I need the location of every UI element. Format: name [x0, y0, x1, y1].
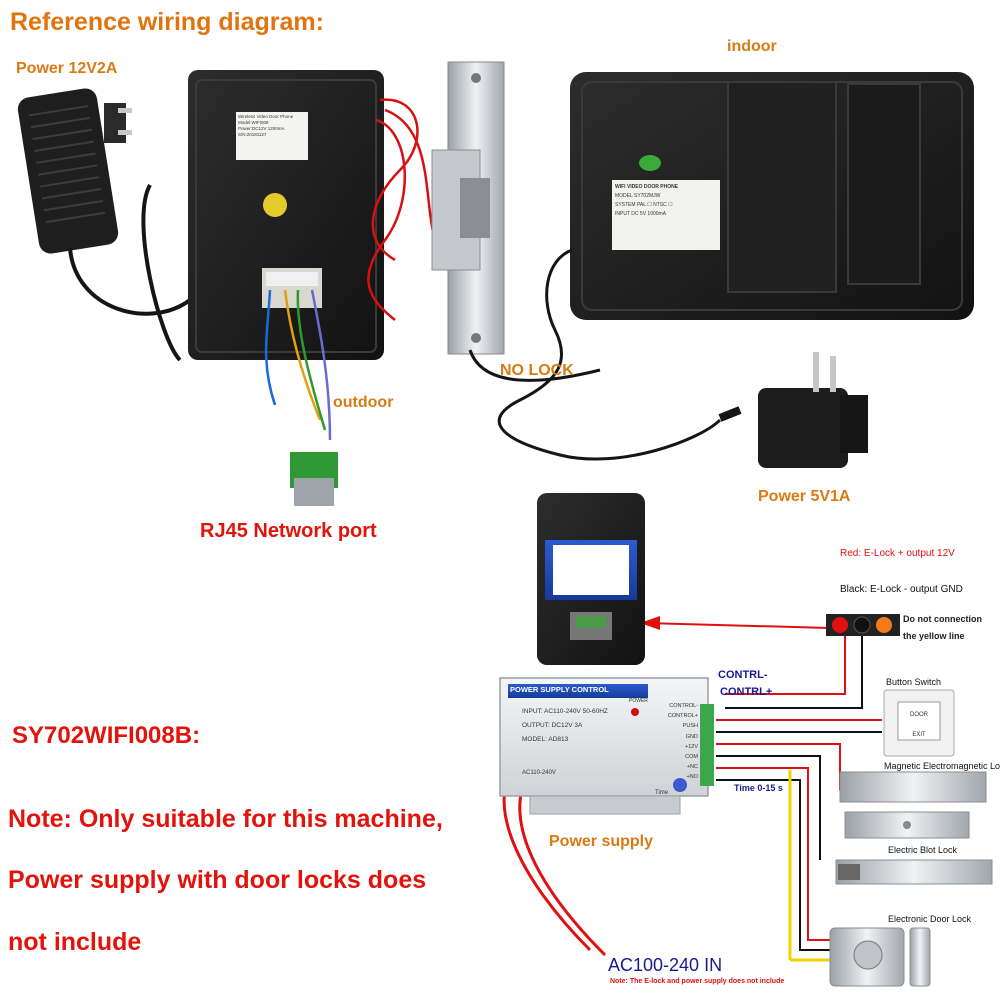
wiring-lines — [502, 616, 882, 962]
outdoor-unit-drawing — [537, 493, 645, 665]
label-ac-input: AC100-240 IN — [608, 955, 723, 975]
indoor-sticker-title: WIFI VIDEO DOOR PHONE — [615, 184, 679, 190]
electronic-door-lock — [829, 927, 931, 987]
outdoor-sticker-line: S/N:20181127 — [238, 132, 267, 137]
psu-terminal: +NO — [686, 774, 698, 781]
note-line-1: Note: Only suitable for this machine, — [8, 805, 443, 833]
label-no-lock: NO LOCK — [500, 362, 574, 379]
psu-terminal: CONTROL- — [669, 703, 698, 709]
outdoor-sticker-line: Power:DC12V 1200mA — [238, 126, 285, 131]
label-power-12v: Power 12V2A — [16, 60, 118, 77]
magnetic-lock — [839, 771, 987, 839]
terminal-block — [826, 614, 900, 636]
label-contrl-plus: CONTRL+ — [720, 686, 773, 698]
footnote: Note: The E-lock and power supply does n… — [610, 978, 785, 985]
indoor-sticker-input: INPUT DC 5V 1000mA — [615, 211, 667, 217]
psu-input: INPUT: AC110-240V 50-60HZ — [522, 708, 608, 715]
svg-text:DOOR: DOOR — [910, 712, 929, 718]
legend-black: Black: E-Lock - output GND — [840, 584, 963, 595]
psu-terminal: COM — [685, 754, 698, 761]
exit-button: DOOR EXIT — [883, 689, 955, 757]
outdoor-sticker-line: Wireless Video Door Phone — [238, 114, 294, 119]
label-contrl-minus: CONTRL- — [718, 669, 768, 681]
legend-red: Red: E-Lock + output 12V — [840, 548, 955, 559]
label-bolt-lock: Electric Blot Lock — [888, 845, 958, 855]
indoor-monitor — [497, 72, 974, 461]
outdoor-sticker: Wireless Video Door Phone Model:WIFI008 … — [238, 114, 308, 138]
psu-terminal-list: CONTROL- CONTROL+ PUSH GND +12V COM +NC … — [658, 701, 698, 783]
label-outdoor: outdoor — [333, 394, 394, 411]
warning-line-2: the yellow line — [903, 631, 965, 641]
power-adapter-12v — [17, 88, 264, 362]
power-supply-box — [499, 677, 714, 815]
indoor-sticker-model: MODEL SY702MJW — [615, 193, 661, 199]
psu-power-led-label: POWER — [629, 698, 648, 704]
outdoor-sticker-line: Model:WIFI008 — [238, 120, 269, 125]
psu-ac-label: AC110-240V — [522, 770, 556, 776]
psu-output: OUTPUT: DC12V 3A — [522, 722, 583, 729]
note-line-3: not include — [8, 928, 142, 956]
label-power-5v: Power 5V1A — [758, 488, 851, 505]
outdoor-unit — [188, 70, 384, 506]
label-power-supply: Power supply — [549, 833, 654, 850]
label-rj45: RJ45 Network port — [200, 520, 377, 542]
psu-header: POWER SUPPLY CONTROL — [510, 685, 609, 694]
psu-model: MODEL: AD813 — [522, 736, 569, 743]
power-adapter-5v — [758, 352, 868, 468]
page-title: Reference wiring diagram: — [10, 8, 324, 36]
psu-time-label: Time — [655, 790, 669, 796]
psu-terminal: +12V — [685, 743, 698, 750]
product-model: SY702WIFI008B: — [12, 722, 201, 749]
indoor-sticker: WIFI VIDEO DOOR PHONE MODEL SY702MJW SYS… — [615, 183, 719, 219]
bolt-lock — [835, 859, 993, 885]
indoor-sticker-system: SYSTEM PAL ☐ NTSC ☐ — [615, 202, 673, 208]
psu-terminal: GND — [685, 733, 698, 740]
psu-terminal: CONTROL+ — [667, 713, 698, 720]
label-button-switch: Button Switch — [886, 677, 942, 687]
warning-line-1: Do not connection — [903, 614, 982, 624]
label-magnetic-lock: Magnetic Electromagnetic Lock — [884, 761, 1000, 771]
label-time-range: Time 0-15 s — [734, 783, 783, 793]
strike-lock — [431, 61, 601, 382]
label-indoor: indoor — [727, 38, 777, 55]
psu-terminal: +NC — [686, 764, 698, 771]
svg-text:EXIT: EXIT — [912, 732, 926, 738]
psu-terminal: PUSH — [682, 723, 698, 730]
note-line-2: Power supply with door locks does — [8, 866, 427, 894]
label-door-lock: Electronic Door Lock — [888, 914, 972, 924]
